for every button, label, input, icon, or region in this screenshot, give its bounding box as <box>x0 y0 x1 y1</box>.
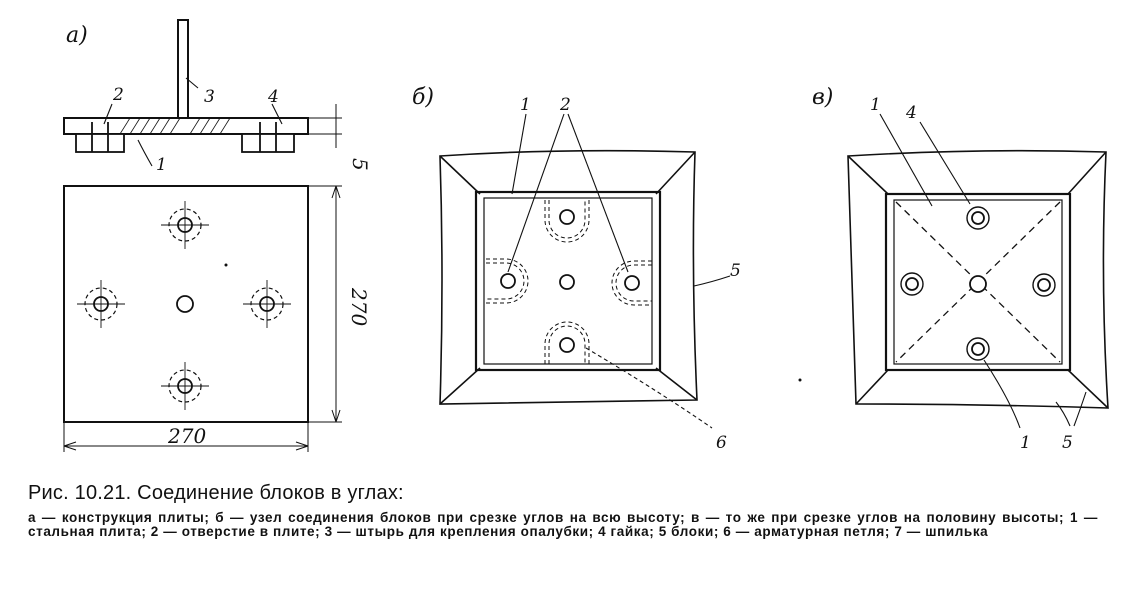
callout-a-1: 1 <box>156 155 167 175</box>
panel-b-label: б) <box>412 85 434 110</box>
panel-v-label: в) <box>812 85 833 110</box>
callout-v-1: 1 <box>870 95 881 115</box>
panel-v: в) 1 4 1 5 <box>812 85 1109 453</box>
callout-b-1: 1 <box>520 95 531 115</box>
corner-joint-drawing: а) <box>63 19 1109 453</box>
caption-title: Рис. 10.21. Соединение блоков в углах: <box>28 482 404 504</box>
callout-a-5: 5 <box>348 158 372 171</box>
plate-v <box>884 192 1072 372</box>
callout-v-1b: 1 <box>1020 433 1031 453</box>
callout-a-2: 2 <box>112 85 124 105</box>
panel-a-label: а) <box>66 23 88 48</box>
callout-v-4: 4 <box>905 103 917 123</box>
thickness-dimension <box>308 104 342 148</box>
panel-b: б) <box>412 85 741 453</box>
nut-right-section <box>241 122 295 153</box>
callout-a-3: 3 <box>204 87 215 107</box>
height-dimension <box>308 185 342 423</box>
corner-cuts-v <box>847 151 1109 409</box>
central-hole-v <box>969 275 987 293</box>
caption-legend: а — конструкция плиты; б — узел соединен… <box>28 510 1098 539</box>
plate-b <box>474 190 662 372</box>
callout-b-6: 6 <box>716 433 727 453</box>
callout-a-4: 4 <box>267 87 279 107</box>
block-outline <box>439 149 698 405</box>
pin-3 <box>177 19 189 119</box>
plate-section <box>63 117 309 135</box>
callout-b-5: 5 <box>730 261 741 281</box>
holes-b <box>486 200 652 364</box>
panel-a: а) <box>63 19 372 452</box>
figure-caption: Рис. 10.21. Соединение блоков в углах: а… <box>28 482 1098 539</box>
width-dimension <box>63 422 309 452</box>
nut-left-section <box>75 122 125 153</box>
callout-b-2: 2 <box>559 95 571 115</box>
dimension-height: 270 <box>347 287 371 326</box>
callout-v-5: 5 <box>1062 433 1073 453</box>
dimension-width: 270 <box>167 424 206 448</box>
corner-cuts <box>439 151 698 405</box>
central-hole <box>176 295 194 313</box>
